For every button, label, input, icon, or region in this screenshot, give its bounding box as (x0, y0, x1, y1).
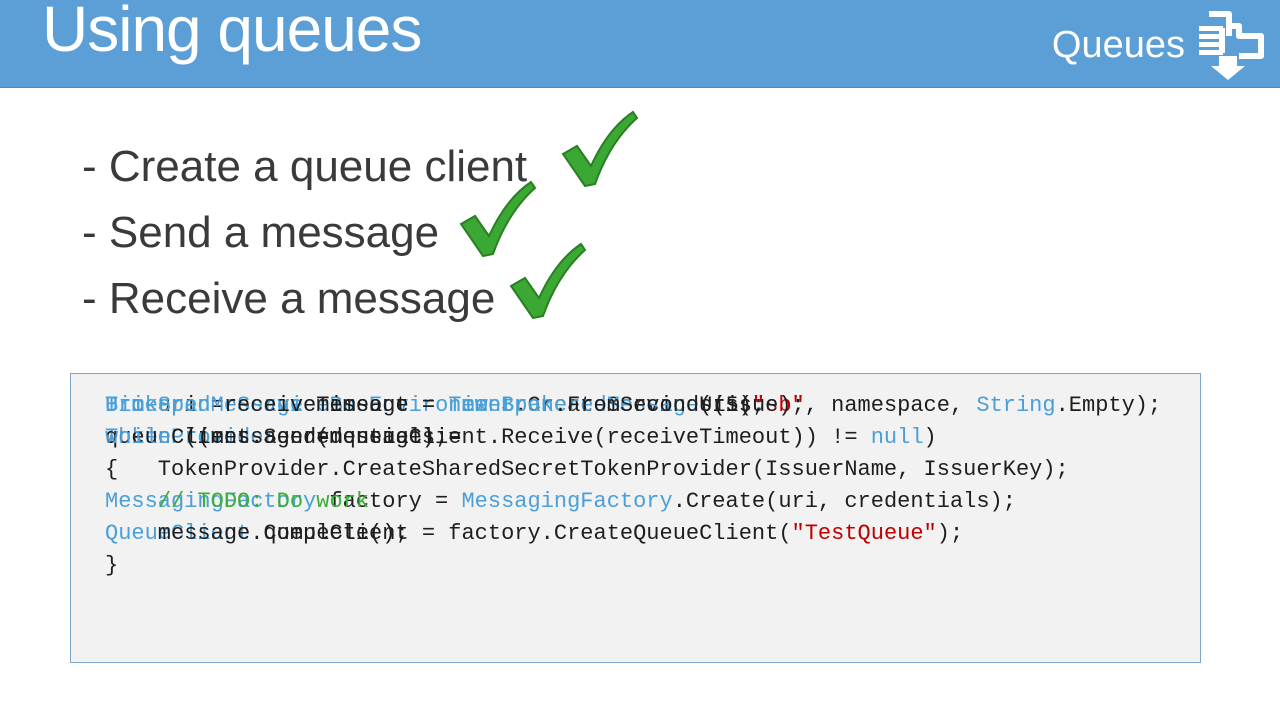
green-checkmark-icon (459, 180, 537, 258)
code-token: .FromSeconds(5); (553, 393, 766, 418)
code-line: MessagingFactory factory = MessagingFact… (105, 486, 1161, 518)
code-token: factory = (316, 489, 462, 514)
code-token: queueClient.Send(message); (105, 425, 449, 450)
code-token: message = (303, 393, 449, 418)
title-bar: Using queues Queues (0, 0, 1280, 88)
code-line: TokenProvider credentials = (105, 422, 1161, 454)
code-token: "TestQueue" (791, 521, 937, 546)
code-token: .Create(uri, credentials); (672, 489, 1016, 514)
code-token: uri = (144, 393, 238, 418)
code-line: } (105, 550, 937, 582)
code-line: message.Complete(); (105, 518, 937, 550)
code-token: ); (936, 521, 964, 546)
green-checkmark-icon (561, 110, 639, 188)
code-token: TokenProvider.CreateSharedSecretTokenPro… (105, 457, 1069, 482)
bullet-create-queue-client: - Create a queue client (82, 138, 527, 204)
slide-title: Using queues (42, 0, 422, 65)
code-line: { (105, 454, 937, 486)
code-token: // TODO: Do work (157, 489, 370, 514)
section-label: Queues (1051, 24, 1185, 66)
code-line: TimeSpan receiveTimeout = TimeSpan.FromS… (105, 390, 937, 422)
bullet-text: - Receive a message (82, 274, 496, 323)
code-token: null (870, 425, 924, 450)
code-token: MessagingFactory (461, 489, 673, 514)
code-line: Uri uri = ServiceBusEnvironment.CreateSe… (105, 390, 1161, 422)
code-token: .Empty); (1055, 393, 1162, 418)
code-token: TimeSpan (105, 393, 211, 418)
code-token: ServiceBusEnvironment (237, 393, 515, 418)
code-token: TimeSpan (448, 393, 554, 418)
code-line: QueueClient queueClient = factory.Create… (105, 518, 1161, 550)
code-token: message.Complete(); (105, 521, 409, 546)
code-token: MessagingFactory (105, 489, 317, 514)
green-checkmark-icon (509, 242, 587, 320)
code-token: BrokeredMessage (105, 393, 304, 418)
code-token: String (976, 393, 1056, 418)
code-token: { (105, 457, 119, 482)
code-line: BrokeredMessage message = new BrokeredMe… (105, 390, 805, 422)
bullet-receive-message: - Receive a message (82, 270, 527, 336)
code-token: } (105, 553, 119, 578)
code-token: (issue); (699, 393, 805, 418)
code-token (105, 489, 158, 514)
queue-download-icon (1199, 11, 1264, 80)
code-token: ((message = queueClient.Receive(receiveT… (171, 425, 871, 450)
code-token: , namespace, (804, 393, 977, 418)
code-token: receiveTimeout = (210, 393, 449, 418)
code-block: Uri uri = ServiceBusEnvironment.CreateSe… (70, 373, 1201, 663)
bullet-send-message: - Send a message (82, 204, 527, 270)
code-send-message: BrokeredMessage message = new BrokeredMe… (105, 390, 805, 454)
bullet-list: - Create a queue client - Send a message… (82, 138, 527, 336)
bullet-text: - Create a queue client (82, 142, 528, 191)
code-line: while ((message = queueClient.Receive(re… (105, 422, 937, 454)
code-token: "sb" (751, 393, 805, 418)
code-token: .CreateServiceUri( (514, 393, 752, 418)
code-line: // TODO: Do work (105, 486, 937, 518)
code-token: Uri (105, 393, 145, 418)
code-line: queueClient.Send(message); (105, 422, 805, 454)
code-create-client: Uri uri = ServiceBusEnvironment.CreateSe… (105, 390, 1161, 550)
code-token: new (448, 393, 488, 418)
code-token: credentials = (276, 425, 462, 450)
code-token: QueueClient (105, 521, 251, 546)
code-token: queueClient = factory.CreateQueueClient( (250, 521, 792, 546)
code-receive-message: TimeSpan receiveTimeout = TimeSpan.FromS… (105, 390, 937, 582)
code-token: TokenProvider (105, 425, 277, 450)
code-line: TokenProvider.CreateSharedSecretTokenPro… (105, 454, 1161, 486)
bullet-text: - Send a message (82, 208, 440, 257)
code-token: ) (923, 425, 937, 450)
code-token: BrokeredMessage (501, 393, 700, 418)
code-token: while (105, 425, 172, 450)
